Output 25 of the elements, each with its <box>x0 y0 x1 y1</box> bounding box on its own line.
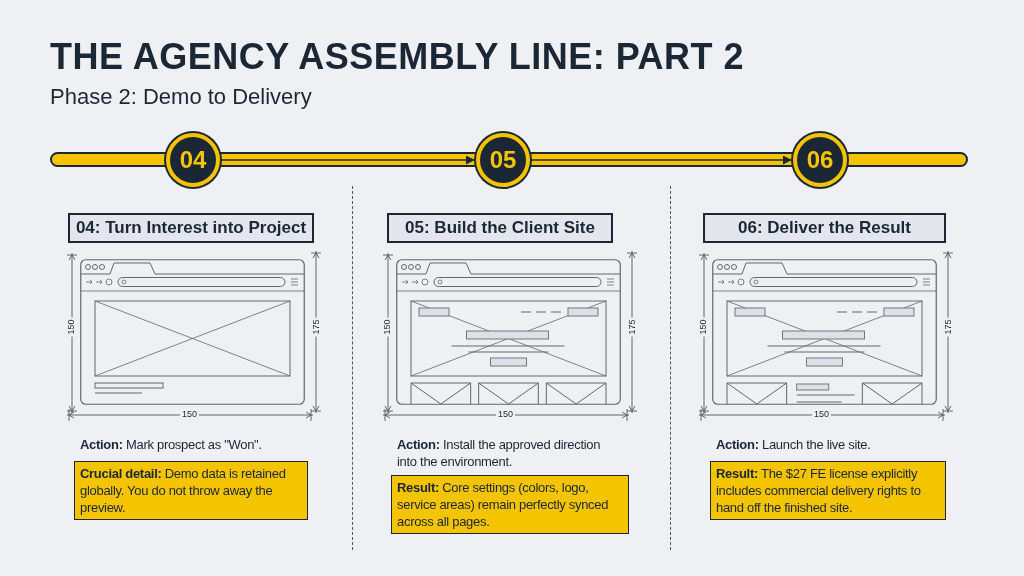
callout-box: Crucial detail: Demo data is retained globally. You do not throw away the preview. <box>74 461 308 520</box>
action-text: Action: Mark prospect as "Won". <box>80 436 263 453</box>
slide-title: THE AGENCY ASSEMBLY LINE: PART 2 <box>50 36 745 78</box>
step-number-circle: 04 <box>166 133 220 187</box>
step-title-box: 04: Turn Interest into Project <box>68 213 314 243</box>
dimension-label: 150 <box>812 409 832 419</box>
step-title-box: 05: Build the Client Site <box>387 213 613 243</box>
dimension-label: 175 <box>310 317 321 337</box>
dimension-label: 150 <box>381 317 392 337</box>
dimension-label: 150 <box>180 409 200 419</box>
dimension-label: 150 <box>697 317 708 337</box>
subtitle: Phase 2: Demo to Delivery <box>50 84 312 110</box>
arrow <box>531 155 792 165</box>
dimension-label: 150 <box>65 317 76 337</box>
step-number-circle: 05 <box>476 133 530 187</box>
action-text: Action: Install the approved direction into the environment. <box>397 436 602 470</box>
arrow <box>221 155 475 165</box>
dimension-label: 175 <box>942 317 953 337</box>
callout-box: Result: The $27 FE license explicitly includes commercial delivery rights to hand off the finished site. <box>710 461 946 520</box>
action-text: Action: Launch the live site. <box>716 436 872 453</box>
step-title-box: 06: Deliver the Result <box>703 213 946 243</box>
dimension-label: 175 <box>626 317 637 337</box>
callout-box: Result: Core settings (colors, logo, service areas) remain perfectly synced across all pages. <box>391 475 629 534</box>
dimension-label: 150 <box>496 409 516 419</box>
step-number-circle: 06 <box>793 133 847 187</box>
